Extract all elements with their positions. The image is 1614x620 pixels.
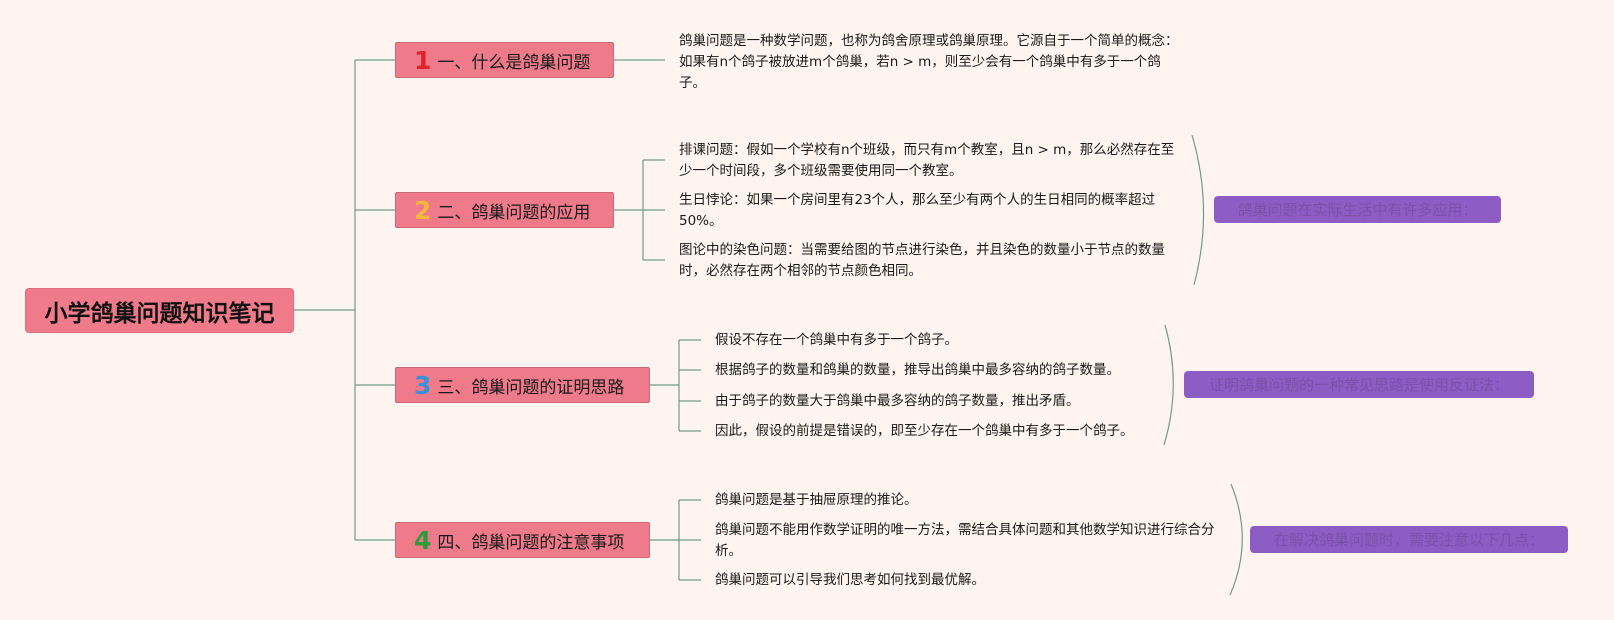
- summary-2[interactable]: 鸽巢问题在实际生活中有许多应用：: [1214, 196, 1501, 223]
- branch-node-2[interactable]: 2 二、鸽巢问题的应用: [395, 192, 614, 228]
- badge-3: 3: [414, 370, 432, 400]
- branch-node-4[interactable]: 4 四、鸽巢问题的注意事项: [395, 522, 650, 558]
- branch-label-1: 一、什么是鸽巢问题: [437, 52, 591, 73]
- leaf-3-4[interactable]: 因此，假设的前提是错误的，即至少存在一个鸽巢中有多于一个鸽子。: [715, 423, 1134, 439]
- badge-2: 2: [414, 195, 432, 225]
- branch-label-3: 三、鸽巢问题的证明思路: [437, 377, 625, 398]
- branch-node-3[interactable]: 3 三、鸽巢问题的证明思路: [395, 367, 650, 403]
- leaf-2-2[interactable]: 生日悖论：如果一个房间里有23个人，那么至少有两个人的生日相同的概率超过50%。: [679, 192, 1156, 229]
- leaf-2-1[interactable]: 排课问题：假如一个学校有n个班级，而只有m个教室，且n > m，那么必然存在至少…: [679, 142, 1175, 179]
- badge-4: 4: [414, 525, 432, 555]
- leaf-2-3[interactable]: 图论中的染色问题：当需要给图的节点进行染色，并且染色的数量小于节点的数量时，必然…: [679, 242, 1165, 279]
- leaf-3-1[interactable]: 假设不存在一个鸽巢中有多于一个鸽子。: [715, 332, 958, 348]
- branch-node-1[interactable]: 1 一、什么是鸽巢问题: [395, 42, 614, 78]
- root-node[interactable]: 小学鸽巢问题知识笔记: [25, 288, 294, 333]
- leaf-4-2[interactable]: 鸽巢问题不能用作数学证明的唯一方法，需结合具体问题和其他数学知识进行综合分析。: [715, 522, 1215, 559]
- leaf-3-2[interactable]: 根据鸽子的数量和鸽巢的数量，推导出鸽巢中最多容纳的鸽子数量。: [715, 362, 1120, 378]
- leaf-3-3[interactable]: 由于鸽子的数量大于鸽巢中最多容纳的鸽子数量，推出矛盾。: [715, 393, 1080, 409]
- branch-label-4: 四、鸽巢问题的注意事项: [437, 532, 625, 553]
- branch-label-2: 二、鸽巢问题的应用: [437, 202, 591, 223]
- leaf-4-3[interactable]: 鸽巢问题可以引导我们思考如何找到最优解。: [715, 572, 985, 588]
- summary-4[interactable]: 在解决鸽巢问题时，需要注意以下几点：: [1250, 526, 1568, 553]
- summary-3[interactable]: 证明鸽巢问题的一种常见思路是使用反证法：: [1184, 371, 1534, 398]
- badge-1: 1: [414, 45, 432, 75]
- leaf-1-1[interactable]: 鸽巢问题是一种数学问题，也称为鸽舍原理或鸽巢原理。它源自于一个简单的概念：如果有…: [679, 33, 1179, 91]
- leaf-4-1[interactable]: 鸽巢问题是基于抽屉原理的推论。: [715, 492, 918, 508]
